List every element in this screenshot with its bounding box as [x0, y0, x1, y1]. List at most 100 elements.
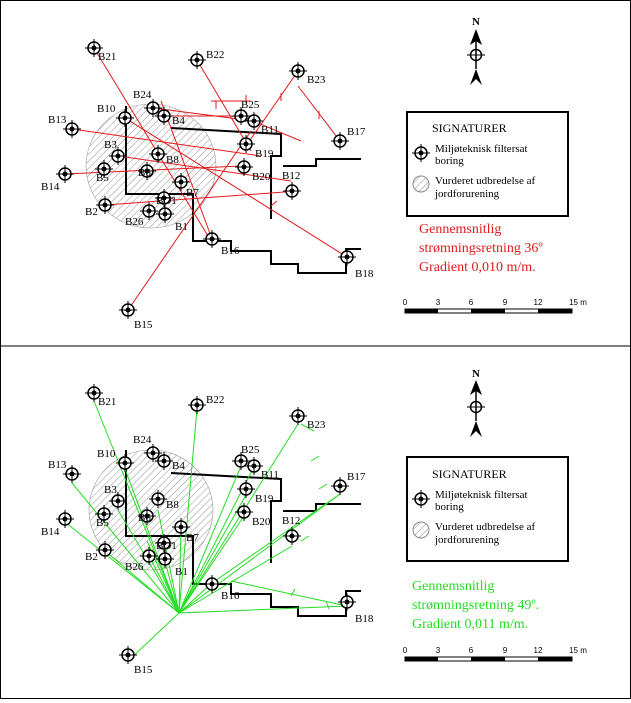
hatch-symbol-icon [412, 521, 430, 539]
borehole-label: B7 [186, 187, 199, 199]
hatch-symbol-icon [412, 175, 430, 193]
borehole-label: B10 [97, 103, 116, 115]
borehole-b6 [138, 162, 156, 180]
borehole-label: B13 [48, 459, 67, 471]
flow-line [178, 545, 293, 614]
borehole-b16 [203, 230, 221, 248]
flow-line [178, 408, 198, 614]
borehole-label: B22 [206, 394, 224, 406]
svg-text:strømningsretning 49º.: strømningsretning 49º. [412, 598, 539, 613]
svg-text:0: 0 [403, 646, 408, 655]
borehole-label: B14 [41, 181, 60, 193]
borehole-label: B17 [347, 471, 366, 483]
borehole-label: B26 [125, 561, 144, 573]
borehole-b1 [156, 550, 174, 568]
flow-line [290, 588, 296, 597]
svg-text:15 m: 15 m [569, 646, 587, 655]
borehole-label: B13 [48, 114, 67, 126]
borehole-label: B20 [252, 516, 271, 528]
building-outline [125, 106, 361, 274]
svg-text:3: 3 [436, 646, 441, 655]
borehole-label: B8 [166, 499, 179, 511]
svg-text:Vurderet udbredelse af: Vurderet udbredelse af [435, 521, 535, 533]
svg-text:N: N [472, 368, 480, 380]
building-outline [283, 158, 361, 167]
borehole-label: B12 [282, 170, 300, 182]
flow-line [300, 535, 310, 542]
north-arrow-icon: N [467, 16, 485, 85]
borehole-b21 [85, 384, 103, 402]
borehole-label: B18 [355, 268, 374, 280]
borehole-b16 [203, 575, 221, 593]
svg-text:9: 9 [503, 646, 508, 655]
borehole-b4 [155, 452, 173, 470]
borehole-b22 [188, 51, 206, 69]
svg-text:Miljøteknisk filtersat: Miljøteknisk filtersat [435, 489, 528, 501]
borehole-bo1 [155, 189, 173, 207]
flow-line [163, 557, 180, 614]
borehole-label: B19 [255, 493, 274, 505]
flow-line [300, 423, 315, 432]
scale-bar: 0 3 6 9 12 15 m [403, 646, 587, 662]
borehole-label: BO1 [156, 195, 177, 207]
borehole-b12 [283, 182, 301, 200]
flow-line [64, 521, 180, 614]
building-outline [125, 450, 361, 617]
flow-line [124, 117, 348, 258]
borehole-b26 [140, 202, 158, 220]
borehole-label: B19 [255, 148, 274, 160]
flow-line [124, 468, 180, 614]
flow-line [310, 455, 320, 462]
borehole-label: B15 [134, 664, 153, 676]
legend-title: SIGNATURER [432, 467, 507, 481]
borehole-label: B25 [241, 99, 260, 111]
borehole-b11 [245, 457, 263, 475]
flow-line [104, 550, 180, 614]
flow-line [71, 482, 180, 614]
legend: SIGNATURER Miljøteknisk filtersat boring… [406, 456, 569, 562]
svg-text:Gradient 0,011 m/m.: Gradient 0,011 m/m. [412, 617, 528, 632]
svg-text:6: 6 [469, 298, 474, 307]
flow-line [270, 200, 278, 207]
borehole-b13 [63, 465, 81, 483]
borehole-label: B16 [221, 245, 240, 257]
flow-line [178, 515, 245, 614]
legend: SIGNATURER Miljøteknisk filtersat boring… [406, 111, 569, 217]
borehole-label: B10 [97, 448, 116, 460]
borehole-label: B23 [307, 74, 326, 86]
scale-bar: 0 3 6 9 12 15 m [403, 298, 587, 314]
borehole-b8 [149, 490, 167, 508]
flow-line [178, 582, 213, 614]
borehole-label: B4 [172, 115, 185, 127]
borehole-label: B24 [133, 89, 152, 101]
borehole-b18 [338, 248, 356, 266]
flow-line [71, 128, 262, 157]
flow-line [178, 525, 182, 614]
svg-text:strømningsretning 36º: strømningsretning 36º [419, 241, 543, 256]
borehole-symbol-icon [412, 490, 430, 508]
svg-text:N: N [472, 16, 480, 28]
flow-line [93, 400, 180, 614]
flow-lines [64, 47, 348, 311]
borehole-b3 [109, 492, 127, 510]
flow-line [178, 494, 247, 614]
svg-text:Vurderet udbredelse af: Vurderet udbredelse af [435, 175, 535, 187]
borehole-b6 [138, 507, 156, 525]
borehole-b4 [155, 107, 173, 125]
borehole-b25 [232, 452, 250, 470]
borehole-b20 [235, 158, 253, 176]
borehole-label: B24 [133, 434, 152, 446]
borehole-label: B6 [138, 167, 151, 179]
flow-line [211, 493, 341, 584]
flow-line [325, 600, 330, 610]
borehole-b10 [116, 454, 134, 472]
flow-line [160, 100, 213, 240]
borehole-b5 [95, 505, 113, 523]
borehole-b2 [96, 196, 114, 214]
flow-line [127, 130, 252, 311]
borehole-b14 [56, 510, 74, 528]
borehole-label: B3 [104, 139, 117, 151]
